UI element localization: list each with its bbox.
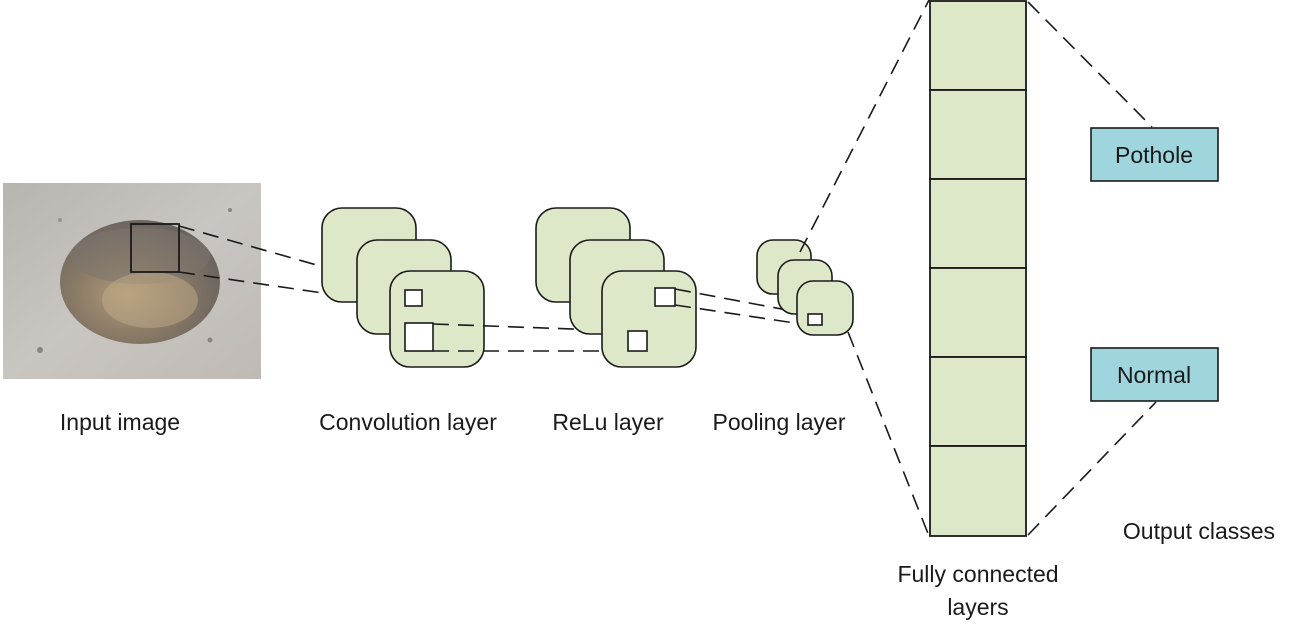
input-image: [3, 183, 261, 379]
input-kernel-window: [130, 223, 180, 273]
class-label-pothole: Pothole: [1115, 142, 1193, 168]
label-fully-connected-line1: Fully connected: [897, 561, 1058, 587]
relu-feature-maps: [535, 207, 697, 368]
fully-connected-column: [929, 0, 1027, 537]
connector-fc-pothole: [1027, 1, 1153, 128]
pooling-feature-maps: [756, 239, 854, 336]
conv-large-window: [404, 322, 434, 352]
connector-fc-normal: [1027, 401, 1157, 536]
label-relu-layer: ReLu layer: [552, 409, 664, 435]
pool-window: [807, 313, 823, 326]
convolution-feature-maps: [321, 207, 485, 368]
connector-input-conv-top: [178, 225, 406, 291]
label-convolution-layer: Convolution layer: [319, 409, 497, 435]
label-pooling-layer: Pooling layer: [713, 409, 846, 435]
class-box-pothole: Pothole: [1090, 127, 1219, 182]
label-output-classes: Output classes: [1123, 518, 1275, 544]
class-label-normal: Normal: [1117, 362, 1191, 388]
label-fully-connected-line2: layers: [947, 594, 1008, 620]
class-box-normal: Normal: [1090, 347, 1219, 402]
relu-window-bottom: [627, 330, 648, 352]
connector-relu-pool-bottom: [674, 304, 809, 326]
connector-pool-fc-top: [799, 0, 930, 253]
connector-pool-fc-bottom: [847, 331, 930, 537]
relu-window-top: [654, 287, 676, 307]
label-input-image: Input image: [60, 409, 180, 435]
conv-small-window: [404, 289, 423, 307]
